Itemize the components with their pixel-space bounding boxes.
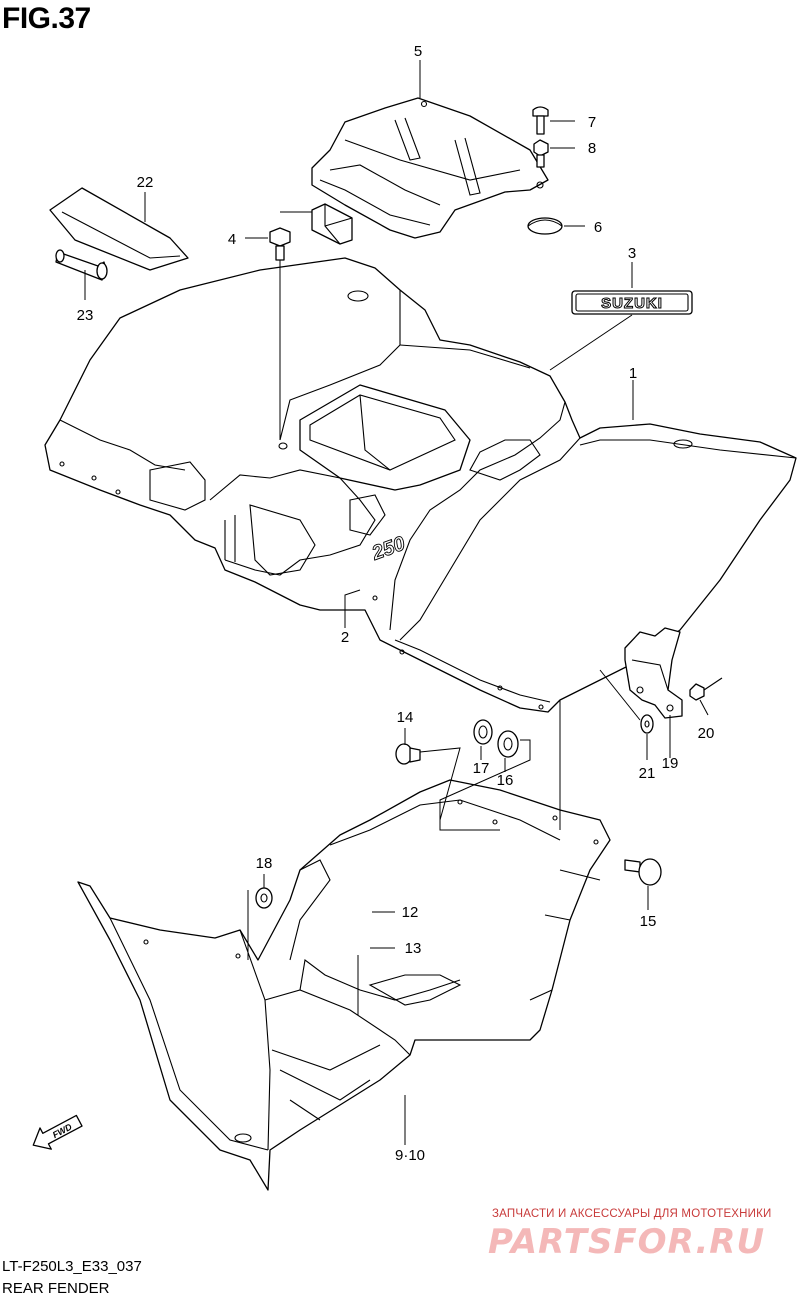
part-16-grommet <box>473 719 493 745</box>
callout-3: 3 <box>628 245 636 262</box>
model-code: LT-F250L3_E33_037 <box>2 1258 142 1275</box>
part-17-washer <box>255 887 273 909</box>
callout-22: 23 <box>77 307 94 324</box>
callout-11: 12 <box>402 904 419 921</box>
callout-labels: 5 7 8 6 3 1 22 4 23 2 20 19 21 17 16 14 … <box>77 43 715 1164</box>
callout-19: 20 <box>698 725 715 742</box>
part-18-bracket <box>624 627 683 719</box>
watermark-caption: ЗАПЧАСТИ И АКСЕССУАРЫ ДЛЯ МОТОТЕХНИКИ <box>492 1208 772 1220</box>
callout-12: 13 <box>405 940 422 957</box>
part-8-nut <box>533 139 549 168</box>
part-1-2-rear-fender: 250 <box>44 257 797 713</box>
part-9-10-footrest <box>77 779 611 1191</box>
callout-15: 16 <box>497 772 514 789</box>
callout-4: 4 <box>228 231 236 248</box>
callout-13: 14 <box>397 709 414 726</box>
part-14-push-rivet <box>624 858 662 886</box>
part-19-screw <box>689 677 723 701</box>
fwd-direction-arrow: FWD <box>32 1114 83 1150</box>
part-4-bolt <box>269 227 291 261</box>
part-5-top-cover <box>311 97 549 239</box>
figure-title: FIG.37 <box>2 2 91 35</box>
callout-8: 8 <box>588 140 596 157</box>
watermark-logo: PARTSFOR.RU <box>488 1222 766 1262</box>
callout-14: 15 <box>640 913 657 930</box>
callout-6: 6 <box>594 219 602 236</box>
decal-brand-text: SUZUKI <box>601 295 663 312</box>
part-20-washer <box>640 714 654 734</box>
callout-5: 5 <box>414 43 422 60</box>
part-15-washer <box>497 730 519 758</box>
part-7-bolt <box>532 106 549 135</box>
callout-7: 7 <box>588 114 596 131</box>
callout-20: 21 <box>639 765 656 782</box>
part-13-push-rivet <box>395 743 421 765</box>
section-name: REAR FENDER <box>2 1280 110 1297</box>
callout-1: 1 <box>629 365 637 382</box>
callout-21: 22 <box>137 174 154 191</box>
callout-9-10: 9·10 <box>395 1147 425 1164</box>
part-21-storage-pad <box>49 187 189 271</box>
callout-17: 18 <box>256 855 273 872</box>
callout-18: 19 <box>662 755 679 772</box>
part-3-suzuki-decal: SUZUKI <box>571 290 693 315</box>
callout-16: 17 <box>473 760 490 777</box>
part-23-block <box>311 203 353 245</box>
callout-2: 2 <box>341 629 349 646</box>
part-6-cap <box>527 217 563 235</box>
part-22-cylinder <box>55 249 108 281</box>
leader-lines <box>84 60 709 1145</box>
